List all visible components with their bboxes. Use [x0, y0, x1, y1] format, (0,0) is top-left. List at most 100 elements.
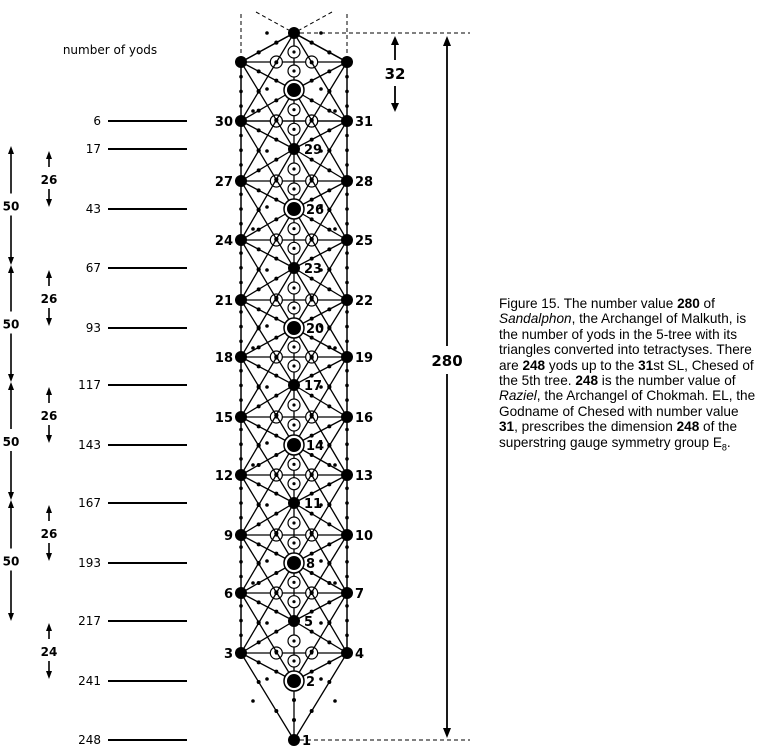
yod-dot [327, 443, 332, 448]
yod-dot [265, 205, 269, 209]
yod-dot [265, 149, 269, 153]
yod-dot [327, 482, 332, 487]
connecting-path [293, 534, 348, 622]
connecting-path [240, 444, 295, 536]
yod-count-label: 143 [78, 438, 101, 452]
yod-dot [309, 118, 314, 122]
yod-dot [309, 157, 314, 162]
yod-dot [274, 197, 279, 202]
dashed-guide [293, 11, 333, 34]
yod-dot [327, 307, 332, 312]
yod-dot [274, 472, 279, 477]
yod-dot [345, 251, 349, 255]
connecting-path [240, 267, 295, 358]
yod-dot [309, 98, 314, 103]
connecting-path [293, 32, 348, 63]
yod-dot [239, 192, 243, 197]
yod-dot [251, 581, 255, 585]
yods-column-header: number of yods [62, 43, 158, 57]
yod-dot [327, 128, 332, 133]
yod-dot [256, 89, 261, 93]
yod-dot [309, 354, 314, 359]
yod-dot [345, 89, 349, 94]
yod-dot [274, 237, 279, 241]
connecting-path [293, 32, 348, 122]
yod-dot [292, 482, 296, 486]
caption-text: , the Archangel of Malkuth, is the numbe… [499, 311, 752, 373]
connecting-path [240, 327, 295, 418]
yod-dot [239, 398, 243, 402]
yod-dot [274, 491, 279, 496]
node-label: 21 [215, 294, 233, 309]
span-arrow-label: 50 [3, 435, 20, 449]
yod-dot [327, 108, 332, 113]
yod-dot [309, 590, 314, 595]
yod-dot [265, 503, 269, 507]
yod-dot [251, 227, 255, 231]
connecting-path [240, 652, 295, 741]
span-arrow-label: 26 [41, 292, 58, 306]
yod-dot [256, 482, 261, 487]
sephirah-node [341, 647, 353, 659]
yod-dot [319, 324, 323, 328]
yod-dot [239, 251, 243, 255]
yod-dot [345, 133, 349, 138]
yod-dot [309, 571, 314, 575]
yod-dot [265, 441, 269, 445]
yod-dot [239, 501, 243, 505]
yod-dot [251, 109, 255, 113]
yod-dot [274, 531, 279, 536]
sephirah-node [235, 411, 247, 423]
yod-dot [256, 660, 261, 665]
yod-count-label: 167 [78, 496, 101, 510]
sephirah-node [341, 234, 353, 246]
span-arrow-label: 50 [3, 555, 20, 569]
node-label: 2 [306, 675, 315, 690]
yod-dot [319, 503, 323, 507]
caption-text: . [726, 434, 731, 450]
connecting-path [240, 384, 295, 476]
sephirah-node [341, 529, 353, 541]
yod-dot [309, 60, 314, 65]
caption-text: 248 [522, 357, 546, 373]
yod-dot [327, 287, 332, 292]
yod-dot [345, 310, 349, 314]
yod-dot [292, 600, 296, 604]
yod-dot [345, 442, 349, 447]
yod-dot [256, 443, 261, 448]
yod-dot [345, 207, 349, 211]
yod-dot [327, 522, 332, 527]
connecting-path [240, 120, 295, 150]
yod-dot [345, 618, 349, 623]
node-label: 5 [304, 615, 313, 630]
node-label: 25 [355, 234, 373, 249]
yod-dot [256, 208, 261, 212]
caption-text: st SL, Chesed of the 5th tree. [499, 357, 754, 389]
yod-dot [309, 609, 314, 614]
yod-dot [333, 581, 337, 585]
yod-dot [319, 268, 323, 272]
yod-dot [256, 50, 261, 55]
yod-dot [239, 618, 243, 623]
yod-dot [239, 560, 243, 564]
yod-dot [345, 266, 349, 270]
span-280-label: 280 [431, 352, 462, 370]
yod-dot [319, 87, 323, 91]
yod-dot [256, 384, 261, 389]
yod-dot [319, 385, 323, 389]
yod-dot [274, 393, 279, 398]
yod-dot [265, 268, 269, 272]
yod-dot [239, 633, 243, 638]
caption-text: , prescribes the dimension [514, 419, 677, 435]
node-label: 23 [304, 262, 322, 277]
yod-dot [256, 69, 261, 74]
yod-dot [309, 629, 314, 634]
yod-dot [327, 502, 332, 507]
yod-dot [239, 148, 243, 152]
yod-dot [292, 521, 296, 525]
yod-dot [309, 177, 314, 182]
yod-dot [292, 50, 296, 54]
connecting-path [240, 239, 295, 329]
yod-dot [292, 462, 296, 466]
yod-dot [327, 227, 332, 232]
